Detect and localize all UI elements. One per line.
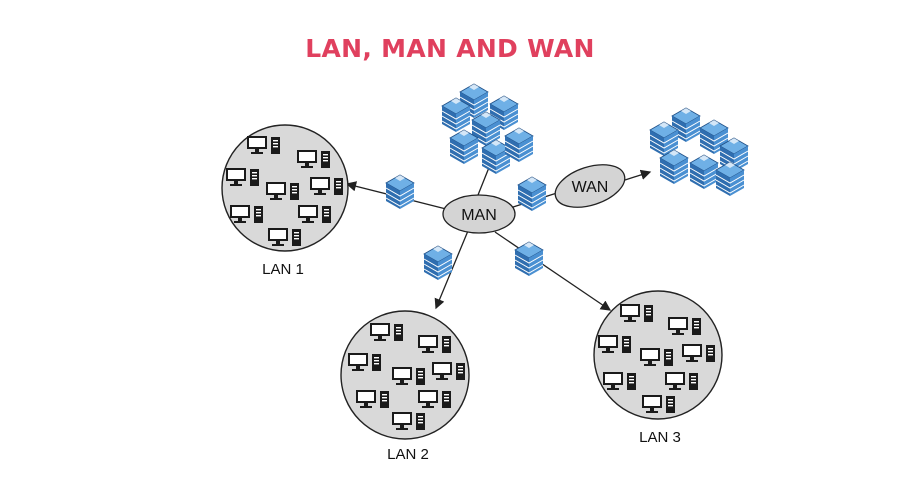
diagram-title: LAN, MAN AND WAN <box>305 34 595 63</box>
wan-datacenter-cluster <box>649 107 749 197</box>
lan-1-network: LAN 1 <box>221 124 349 278</box>
central-server-cluster <box>441 83 534 175</box>
server-rack-icon <box>385 174 415 210</box>
wan-label: WAN <box>572 179 609 196</box>
server-rack-icon <box>689 154 719 190</box>
link-man-lan3 <box>494 231 612 311</box>
lan-2-label: LAN 2 <box>387 446 429 463</box>
man-ellipse <box>442 194 516 234</box>
lan-3-label: LAN 3 <box>639 429 681 446</box>
lan-2-network: LAN 2 <box>340 310 470 463</box>
connections <box>345 159 652 311</box>
man-label: MAN <box>461 207 497 224</box>
server-rack-icon <box>423 245 453 281</box>
lan-3-network: LAN 3 <box>593 290 723 446</box>
server-rack-icon <box>517 176 547 212</box>
server-rack-icon <box>514 241 544 277</box>
link-man-lan2 <box>434 225 471 310</box>
wan-ellipse <box>554 164 626 208</box>
lan-1-label: LAN 1 <box>262 261 304 278</box>
link-wan-datacenter <box>624 169 652 181</box>
wan-node: WAN <box>554 164 626 208</box>
man-node: MAN <box>442 194 516 234</box>
